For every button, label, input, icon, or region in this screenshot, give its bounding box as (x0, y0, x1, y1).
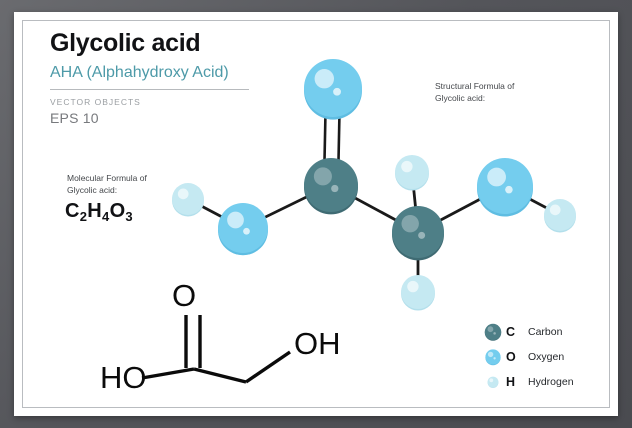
skeletal-label-o: O (172, 278, 196, 313)
molecular-formula-value: C2H4O3 (65, 200, 133, 224)
legend-label-carbon: Carbon (528, 325, 563, 338)
legend-label-oxygen: Oxygen (528, 350, 565, 363)
legend-label-hydrogen: Hydrogen (528, 375, 574, 388)
legend-item-carbon: C Carbon (480, 319, 610, 344)
carbon-atom-icon (480, 321, 506, 343)
formula-part-o: O (109, 200, 126, 222)
legend-symbol-carbon: C (506, 324, 516, 339)
structural-formula-caption: Structural Formula of Glycolic acid: (435, 81, 515, 104)
formula-part-h: H (87, 200, 103, 222)
hydrogen-atom-icon (480, 371, 506, 393)
page-subtitle: AHA (Alphahydroxy Acid) (50, 63, 229, 81)
header-divider (50, 88, 249, 90)
formula-sub-2: 2 (79, 209, 88, 224)
skeletal-formula-diagram: O HO OH (100, 278, 341, 395)
legend-item-oxygen: O Oxygen (480, 344, 610, 369)
formula-sub-3: 3 (125, 209, 133, 224)
legend-item-hydrogen: H Hydrogen (480, 369, 610, 394)
infographic-card: Glycolic acid AHA (Alphahydroxy Acid) VE… (14, 12, 618, 416)
header-block: Glycolic acid AHA (Alphahydroxy Acid) VE… (50, 29, 300, 126)
legend-symbol-oxygen: O (506, 349, 516, 364)
skeletal-label-ho: HO (100, 360, 147, 395)
formula-sub-4: 4 (102, 209, 110, 224)
skeletal-bond-c-ch2 (193, 367, 247, 384)
oxygen-atom-icon (480, 346, 506, 368)
skeletal-label-oh: OH (294, 326, 341, 361)
formula-part-c: C (65, 200, 80, 222)
legend: C Carbon O Oxygen (480, 319, 610, 394)
skeletal-bond-ch2-oh (245, 350, 291, 384)
vector-objects-label: VECTOR OBJECTS (50, 96, 141, 107)
skeletal-bond-ho-c (141, 367, 195, 380)
page-title: Glycolic acid (50, 29, 201, 57)
eps-version-label: EPS 10 (50, 109, 99, 126)
molecular-formula-caption: Molecular Formula of Glycolic acid: (67, 173, 147, 196)
legend-symbol-hydrogen: H (506, 374, 516, 389)
